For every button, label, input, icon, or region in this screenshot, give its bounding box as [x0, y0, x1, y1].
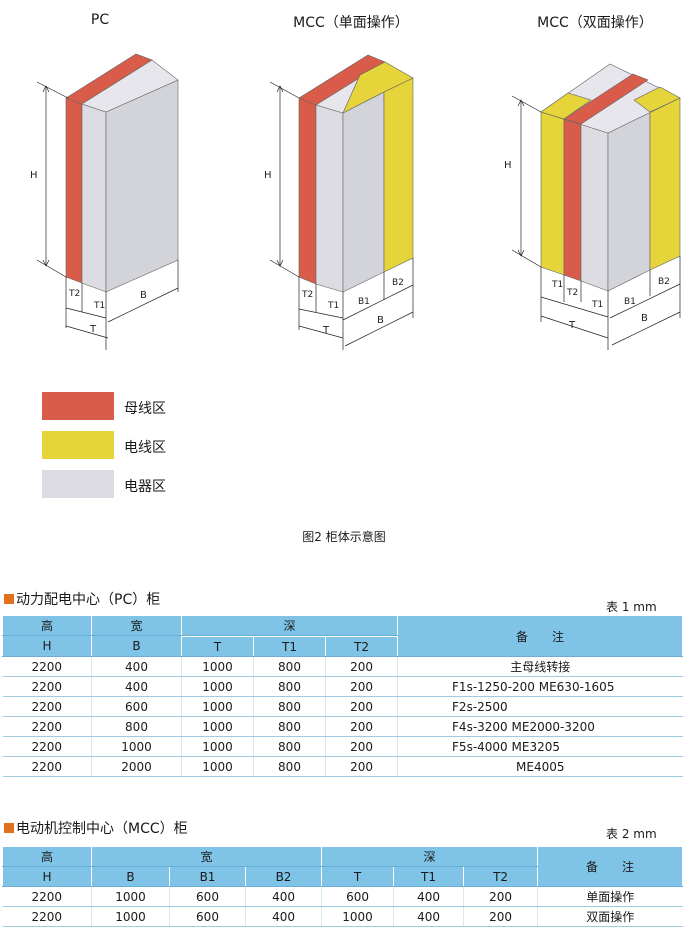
mcc2-dim-t2: T2 [566, 288, 578, 298]
mcc1-dim-b2: B2 [392, 278, 404, 288]
pc-device-zone-top [81, 59, 179, 113]
mcc1-dim-b: B [377, 315, 384, 326]
table1-unit: 表 1 mm [606, 600, 657, 614]
table1-title: 动力配电中心（PC）柜 [4, 589, 160, 609]
t2-head-b2: B2 [244, 866, 323, 887]
t1-head-h: H [2, 635, 92, 657]
mcc2-busbar-zone-top [563, 73, 649, 125]
pc-dim-t: T [89, 324, 97, 335]
table2-title: 电动机控制中心（MCC）柜 [4, 818, 188, 838]
t1-head-t: T [181, 636, 254, 657]
pc-busbar-zone-front [65, 97, 83, 284]
legend-label-busbar: 母线区 [124, 401, 166, 417]
mcc1-dim-h: H [264, 170, 272, 181]
t2-head-gao: 高 [2, 846, 92, 867]
pc-cabinet-title: PC [90, 12, 110, 28]
mcc2-dim-t1-right: T1 [591, 300, 603, 310]
mcc2-dim-t1-left: T1 [551, 280, 563, 290]
mcc1-dim-t1: T1 [327, 301, 339, 311]
pc-device-zone-side [105, 79, 179, 293]
mcc1-dim-t: T [322, 325, 330, 336]
t2-head-t2: T2 [463, 866, 539, 887]
mcc-double-title: MCC（双面操作） [537, 15, 653, 31]
t2-head-note: 备 注 [537, 846, 684, 887]
t1-head-t1: T1 [253, 636, 326, 657]
legend-swatch-device [42, 470, 114, 498]
table2-title-text: 电动机控制中心（MCC）柜 [16, 821, 188, 837]
mcc-double-cabinet [540, 63, 681, 292]
mcc1-dim-t2: T2 [301, 290, 313, 300]
mcc1-busbar-zone-front [298, 97, 317, 285]
legend-label-cable: 电线区 [124, 440, 166, 456]
legend-label-device: 电器区 [124, 479, 166, 495]
t2-head-t1: T1 [393, 866, 465, 887]
table2-unit: 表 2 mm [606, 827, 657, 841]
mcc2-device-zone-front [580, 123, 609, 292]
mcc2-dim-b1: B1 [624, 297, 636, 307]
t2-head-shen: 深 [321, 846, 539, 867]
mcc2-cable-zone-side [649, 97, 681, 271]
t1-head-kuan: 宽 [91, 615, 182, 636]
t2-head-kuan: 宽 [90, 846, 323, 867]
mcc2-cable-zone-top-right [633, 86, 681, 113]
t1-head-gao: 高 [2, 615, 92, 636]
legend-swatch-cable [42, 431, 114, 459]
mcc2-dim-b: B [641, 313, 648, 324]
mcc-single-title: MCC（单面操作） [293, 15, 409, 31]
mcc2-dim-h: H [504, 160, 512, 171]
pc-dim-h: H [30, 170, 38, 181]
mcc1-cable-zone-side [383, 77, 414, 273]
pc-dim-t1: T1 [93, 301, 105, 311]
figure-caption: 图2 柜体示意图 [302, 530, 386, 544]
pc-dim-b: B [140, 290, 147, 301]
t1-head-shen: 深 [180, 615, 399, 636]
t1-head-note: 备 注 [397, 615, 684, 657]
mcc1-device-zone-front [315, 104, 344, 293]
mcc1-cable-zone-top [342, 61, 414, 114]
pc-cabinet [65, 53, 179, 293]
t1-head-b: B [91, 635, 182, 657]
bullet-square-icon [4, 594, 14, 604]
t2-head-h: H [2, 866, 92, 887]
t2-head-b: B [91, 866, 170, 887]
t1-head-t2: T2 [324, 636, 399, 657]
mcc2-dim-b2: B2 [658, 277, 670, 287]
mcc-single-cabinet [298, 54, 414, 293]
mcc2-cable-zone-top-left [540, 92, 592, 120]
legend-swatch-busbar [42, 392, 114, 420]
table1-title-text: 动力配电中心（PC）柜 [16, 592, 161, 608]
t2-head-b1: B1 [169, 866, 246, 887]
mcc1-device-zone-side [342, 91, 385, 293]
mcc2-cable-zone-front [540, 111, 565, 276]
cabinet-diagram: H T2 T1 T B H T2 T1 T B1 B2 B H T1 T2 T1… [30, 53, 681, 350]
pc-dim-t2: T2 [68, 289, 80, 299]
mcc2-device-zone-side [607, 111, 651, 292]
mcc1-dim-b1: B1 [358, 297, 370, 307]
t2-head-t: T [321, 866, 395, 887]
pc-device-zone-front [81, 103, 107, 293]
bullet-square-icon [4, 823, 14, 833]
mcc2-dim-t: T [568, 320, 576, 331]
mcc2-busbar-zone-front [563, 118, 582, 282]
